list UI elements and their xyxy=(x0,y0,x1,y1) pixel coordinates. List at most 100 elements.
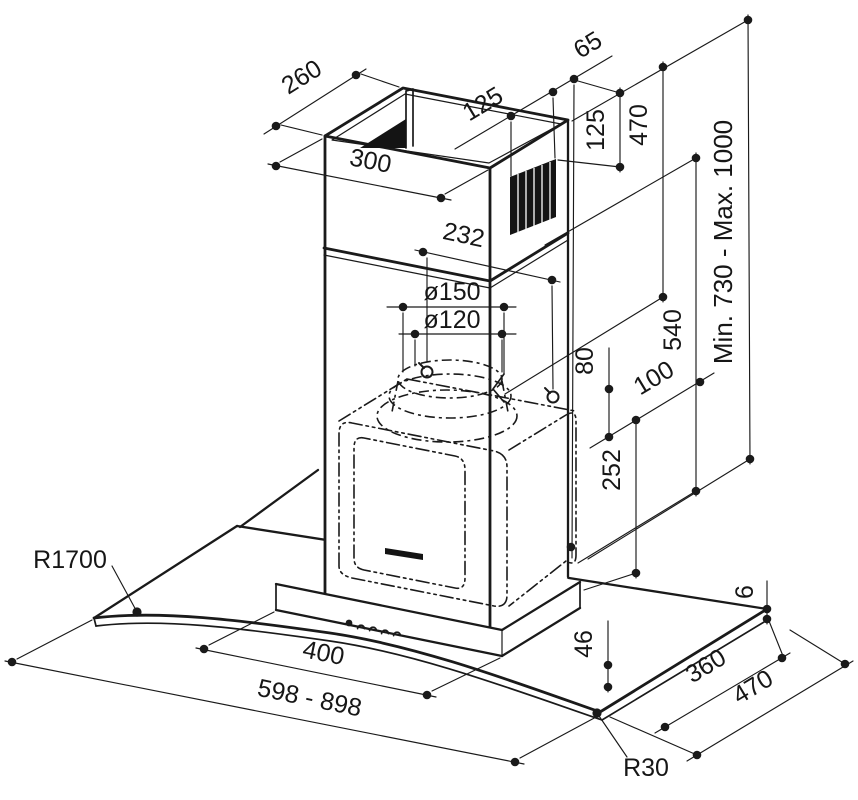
dim-label-65: 65 xyxy=(569,26,607,64)
dim-dot xyxy=(271,121,281,131)
glass-right-edge xyxy=(598,607,769,714)
dim-dot xyxy=(410,329,420,339)
dim-dot xyxy=(762,614,772,624)
dim-duct-120: ø120 xyxy=(398,306,517,373)
dim-line xyxy=(609,629,854,762)
dim-dot xyxy=(762,604,772,614)
dim-dot xyxy=(603,660,613,670)
dim-dot xyxy=(398,302,408,312)
chimney-seam-front xyxy=(322,246,492,283)
dim-dot xyxy=(506,111,516,121)
dim-dot xyxy=(7,657,17,667)
dim-dot xyxy=(592,708,602,718)
hook-tail xyxy=(544,387,551,394)
dim-dot xyxy=(499,302,509,312)
dim-dot xyxy=(132,607,142,617)
glass-front-edge xyxy=(92,613,602,714)
chimney-duct-cover xyxy=(322,86,570,630)
glass-thickness-right xyxy=(601,618,770,721)
dim-line xyxy=(267,138,489,201)
dim-dot xyxy=(840,659,850,669)
dim-label-252: 252 xyxy=(598,449,626,491)
dim-r1700: R1700 xyxy=(33,546,142,617)
dim-dot xyxy=(777,653,787,663)
dim-line xyxy=(263,68,400,136)
dim-label-540: 540 xyxy=(659,309,687,351)
dim-label-d150: ø150 xyxy=(424,278,481,306)
slab-right-top-edge xyxy=(500,580,582,632)
dim-label-470-upper: 470 xyxy=(625,104,653,146)
glass-left-edge xyxy=(92,524,239,620)
dim-line xyxy=(414,249,561,390)
dim-dot xyxy=(658,62,668,72)
dim-470-upper: 470 xyxy=(504,61,668,395)
dim-label-6: 6 xyxy=(731,585,759,599)
dim-label-80: 80 xyxy=(571,347,599,375)
dim-dot xyxy=(660,722,670,732)
slab-front-top-edge xyxy=(274,582,504,632)
slab-front-face xyxy=(276,584,502,656)
slab-right-bottom-edge xyxy=(500,606,582,658)
chimney-seam-right-lower xyxy=(489,239,569,289)
hook-eye xyxy=(546,390,560,404)
body-front-face xyxy=(338,421,508,608)
button xyxy=(380,629,390,635)
vent-grille-panel xyxy=(510,159,556,235)
dim-46: 46 xyxy=(570,620,613,693)
dim-line xyxy=(4,619,599,765)
leader-line xyxy=(111,565,138,613)
dim-dot xyxy=(695,377,705,387)
dim-dot xyxy=(658,292,668,302)
power-button xyxy=(345,619,353,627)
dim-line xyxy=(571,14,751,560)
dim-dot xyxy=(351,70,361,80)
control-buttons xyxy=(345,619,402,637)
body-filter-panel xyxy=(353,436,466,590)
dim-label-470-lower: 470 xyxy=(728,664,778,709)
dim-line xyxy=(454,55,613,177)
dim-dot xyxy=(743,15,753,25)
wall-bracket-plate xyxy=(405,88,414,149)
wall-corner-line xyxy=(238,468,320,529)
dim-line xyxy=(386,306,517,375)
collar-top-ellipse xyxy=(397,359,503,399)
dim-dot xyxy=(436,193,446,203)
hook-tail xyxy=(418,362,425,369)
dim-line xyxy=(544,152,697,564)
dim-260: 260 xyxy=(263,54,400,136)
hook-eye xyxy=(420,365,434,379)
vent-grille xyxy=(510,159,556,235)
collar-side-lines xyxy=(391,380,509,413)
chimney-seam-right xyxy=(488,231,570,283)
dim-label-r30: R30 xyxy=(623,754,669,782)
wall-bracket-triangle xyxy=(360,119,406,148)
dim-80: 80 xyxy=(571,347,614,442)
dim-label-125-top: 125 xyxy=(458,81,508,126)
dim-dot xyxy=(691,153,701,163)
dim-label-598-898: 598 - 898 xyxy=(255,674,364,722)
dim-6: 6 xyxy=(731,580,784,657)
dim-duct-150: ø150 xyxy=(386,278,517,375)
dim-125-right: 125 xyxy=(557,80,625,173)
chimney-seam-front-lower xyxy=(323,254,491,289)
dim-line xyxy=(504,61,664,395)
dim-dot xyxy=(615,162,625,172)
wall-extension-line xyxy=(571,84,575,559)
dim-dot xyxy=(569,74,579,84)
dim-dot xyxy=(510,757,520,767)
dim-label-125-right: 125 xyxy=(582,109,610,151)
chimney-top-inner-rim xyxy=(331,93,562,164)
dim-label-400: 400 xyxy=(300,635,346,671)
body-right-face xyxy=(508,412,577,607)
dim-line xyxy=(557,80,621,173)
dim-dot xyxy=(692,750,702,760)
dim-dot xyxy=(604,384,614,394)
hanging-hook-right xyxy=(544,387,560,404)
chimney-right-face xyxy=(490,120,568,629)
hanging-hook-left xyxy=(418,362,434,379)
button xyxy=(368,626,378,632)
collar-mid-ellipse xyxy=(388,373,512,419)
dim-dot xyxy=(271,161,281,171)
